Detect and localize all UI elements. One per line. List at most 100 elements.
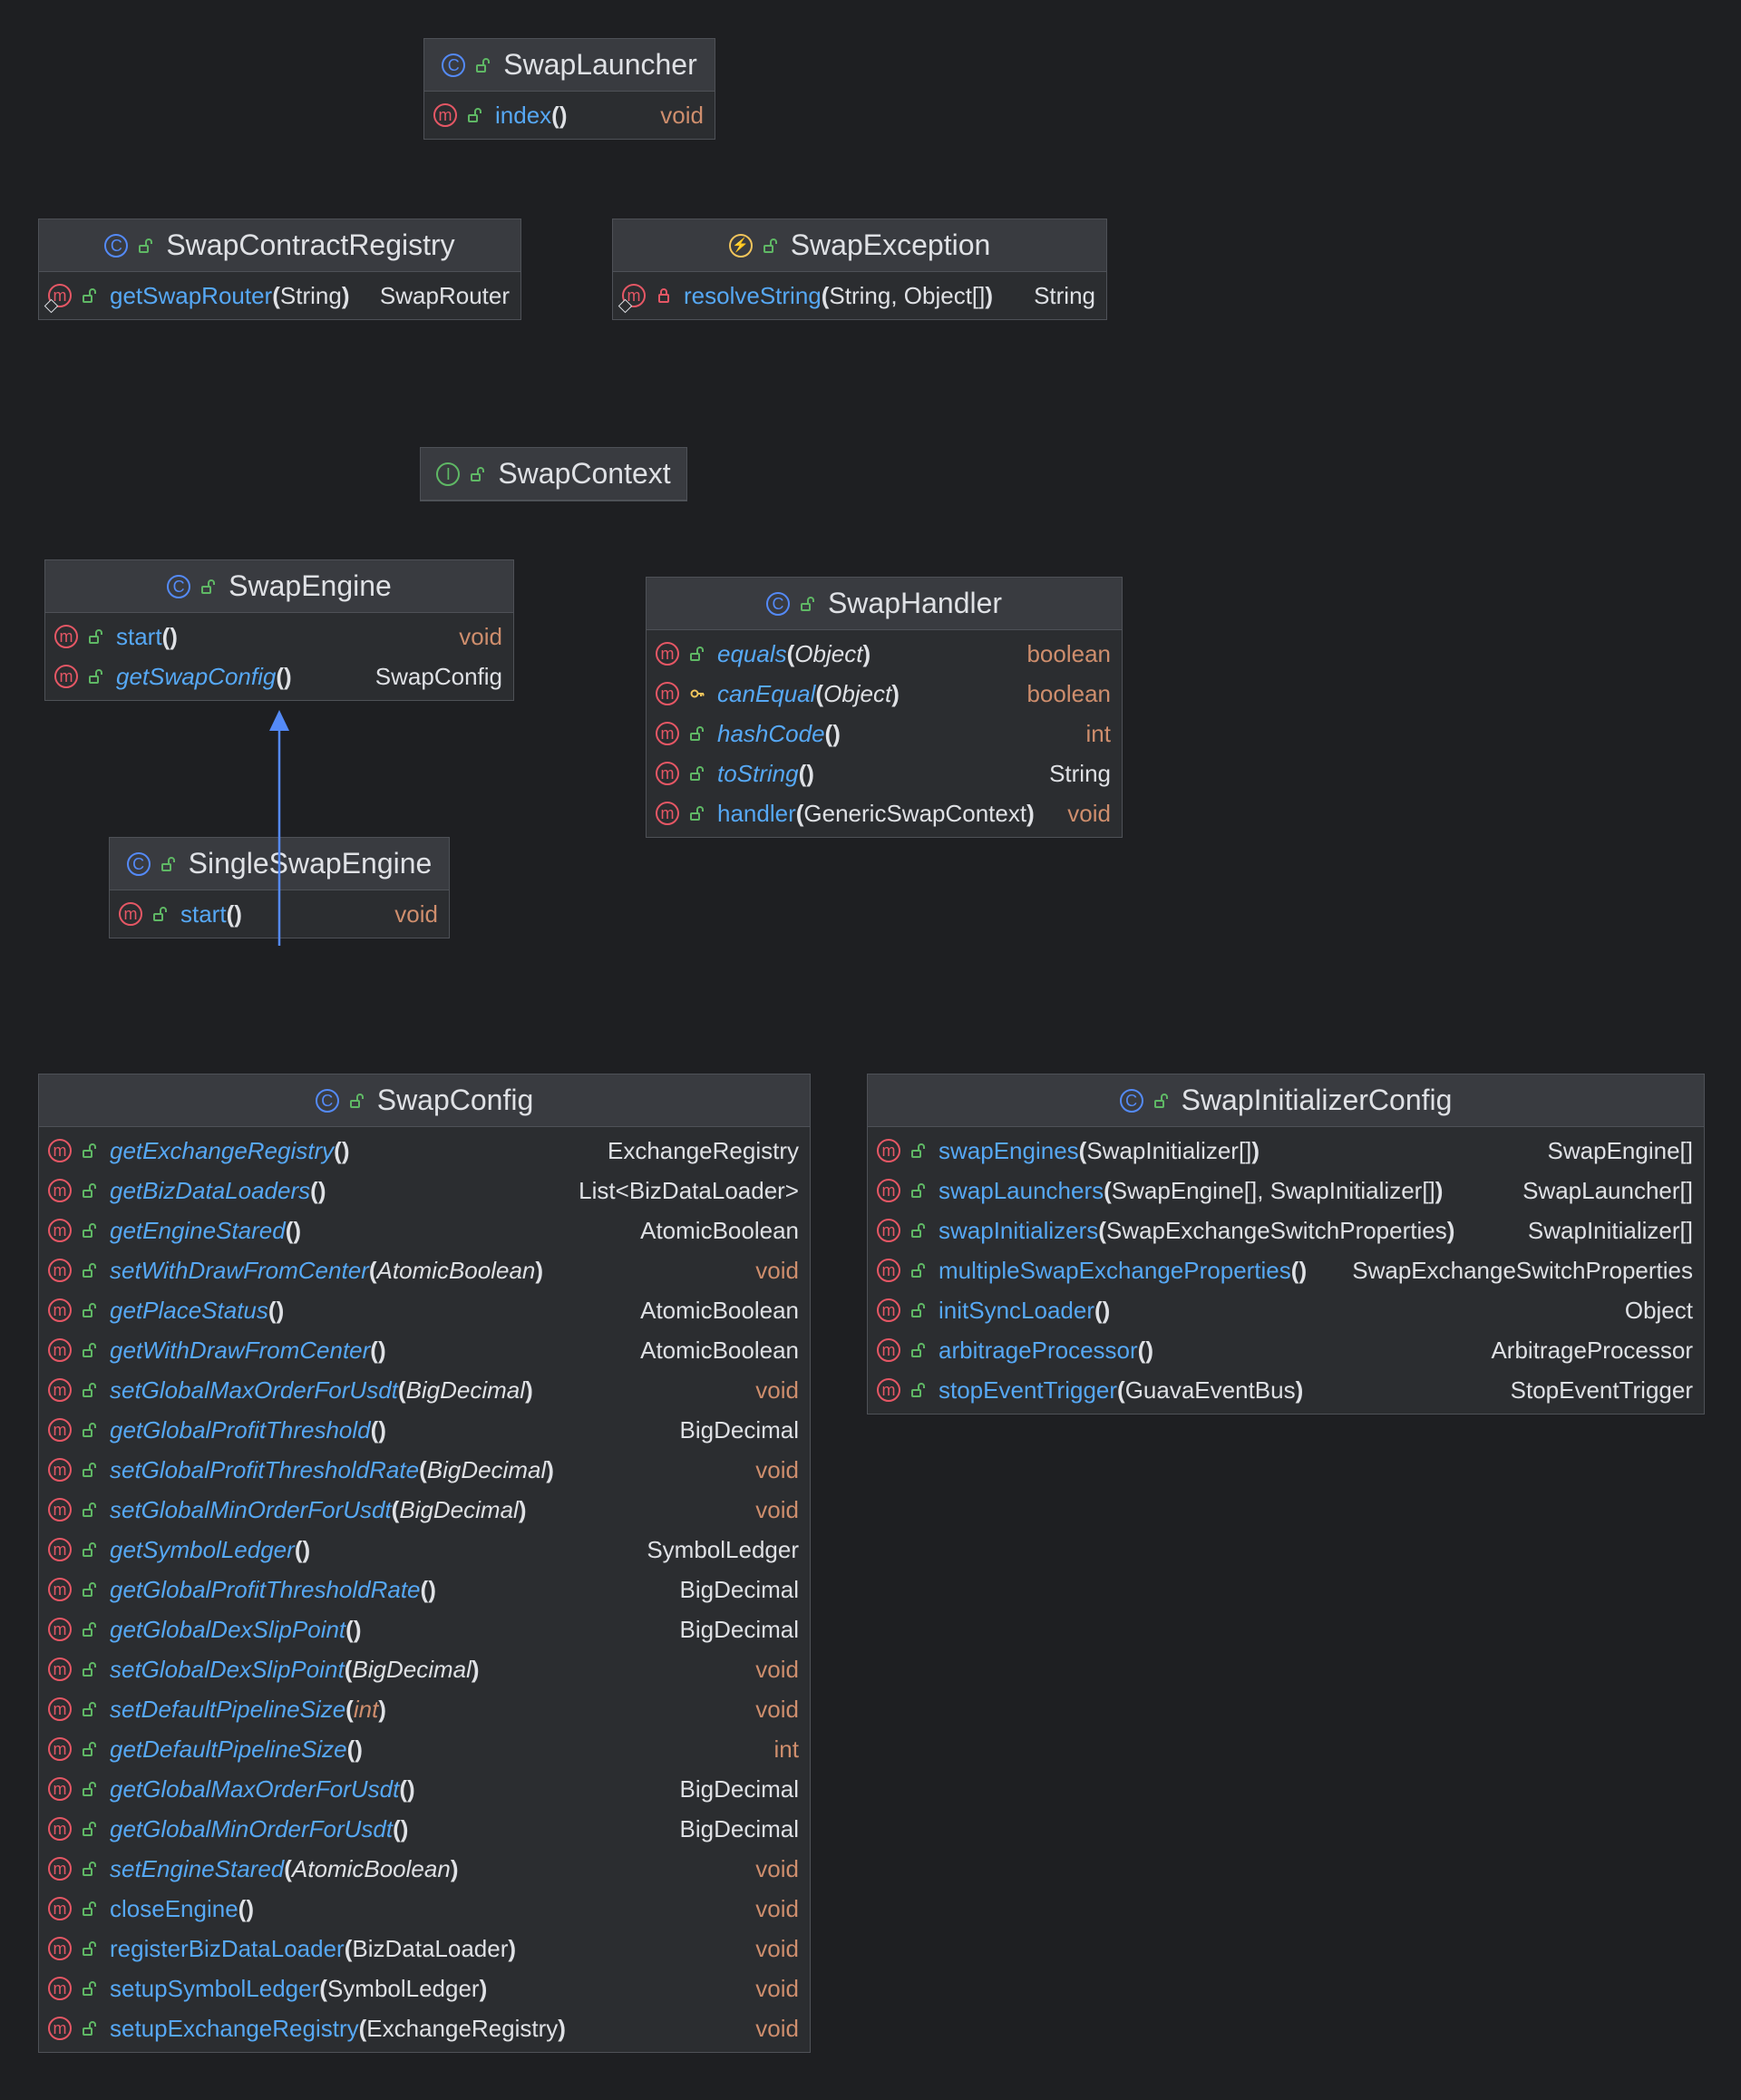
open-paren: ( bbox=[267, 1296, 277, 1324]
return-type: ArbitrageProcessor bbox=[1491, 1336, 1693, 1364]
return-type: SwapEngine[] bbox=[1547, 1136, 1693, 1164]
close-paren: ) bbox=[246, 1894, 254, 1922]
close-paren: ) bbox=[353, 1615, 362, 1643]
method-name: setDefaultPipelineSize bbox=[110, 1695, 346, 1723]
open-paren: ( bbox=[420, 1575, 429, 1603]
method-icon: m bbox=[48, 1658, 72, 1681]
method-name: getGlobalProfitThresholdRate bbox=[110, 1575, 421, 1603]
return-type: List<BizDataLoader> bbox=[579, 1176, 799, 1204]
return-type: BigDecimal bbox=[679, 1615, 800, 1643]
class-icon: C bbox=[442, 53, 466, 77]
method-params: BigDecimal bbox=[426, 1455, 547, 1483]
method-params: String bbox=[279, 281, 342, 309]
open-paren: ( bbox=[370, 1415, 379, 1444]
class-name: SwapContractRegistry bbox=[166, 228, 455, 261]
public-open-lock-icon bbox=[686, 802, 708, 824]
public-open-lock-icon bbox=[79, 285, 101, 306]
public-open-lock-icon bbox=[346, 1090, 368, 1112]
open-paren: ( bbox=[798, 759, 807, 787]
close-paren: ) bbox=[1435, 1176, 1444, 1204]
close-paren: ) bbox=[450, 1854, 459, 1882]
open-paren: ( bbox=[319, 1974, 327, 2002]
method-icon: m bbox=[48, 1298, 72, 1322]
open-paren: ( bbox=[346, 1735, 355, 1763]
method-icon: m bbox=[48, 1777, 72, 1801]
class-name: SwapContext bbox=[498, 457, 671, 490]
method-name: swapInitializers bbox=[939, 1216, 1099, 1244]
close-paren: ) bbox=[428, 1575, 436, 1603]
close-paren: ) bbox=[559, 101, 568, 129]
class-header[interactable]: ⚡SwapException bbox=[613, 219, 1106, 272]
public-open-lock-icon bbox=[79, 1938, 101, 1959]
return-type: void bbox=[1067, 799, 1111, 827]
method-params: SwapExchangeSwitchProperties bbox=[1105, 1216, 1447, 1244]
method-name: swapEngines bbox=[939, 1136, 1079, 1164]
public-open-lock-icon bbox=[79, 1419, 101, 1441]
open-paren: ( bbox=[821, 281, 830, 309]
public-open-lock-icon bbox=[79, 1459, 101, 1481]
method-icon: m bbox=[877, 1298, 900, 1322]
close-paren: ) bbox=[525, 1376, 533, 1404]
method-params: SwapEngine[], SwapInitializer[] bbox=[1111, 1176, 1435, 1204]
open-paren: ( bbox=[393, 1814, 401, 1842]
